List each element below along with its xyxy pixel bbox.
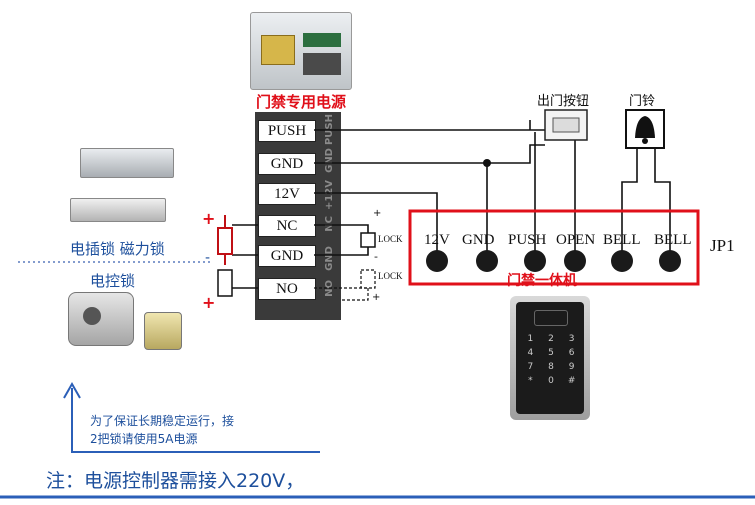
wire-push: [314, 120, 545, 131]
controller-terminal-push: PUSH: [508, 232, 547, 248]
resistor-nc: [217, 227, 233, 255]
key-0: 0: [548, 376, 554, 386]
key-7: 7: [527, 362, 534, 372]
plus-sign-red: +: [202, 293, 216, 312]
bolt-lock-image: [70, 198, 166, 222]
wire-gnd-button: [487, 144, 545, 164]
electric-lock-strike-image: [144, 312, 182, 350]
psu-terminal-gnd2: GND: [258, 245, 316, 267]
wire-bell2: [654, 148, 671, 258]
minus-sign: -: [374, 250, 378, 263]
plus-sign: +: [373, 208, 382, 219]
controller-terminal-bell2: BELL: [654, 232, 692, 248]
controller-frame: [408, 209, 700, 286]
key-5: 5: [548, 348, 554, 358]
guide-frame: [71, 388, 320, 453]
controller-terminal-12v: 12V: [424, 232, 450, 248]
resistor-no: [217, 269, 233, 297]
plus-sign: +: [372, 292, 381, 303]
plus-sign-red: +: [202, 209, 216, 228]
electric-lock-label: 电控锁: [90, 272, 136, 290]
psu-title: 门禁专用电源: [256, 93, 347, 111]
psu-terminal-nc: NC: [258, 215, 316, 237]
stability-note: 为了保证长期稳定运行，接 2把锁请使用5A电源: [90, 414, 235, 446]
key-4: 4: [527, 348, 534, 358]
key-6: 6: [568, 348, 575, 358]
key-2: 2: [548, 334, 554, 344]
power-note: 注：电源控制器需接入220V，: [46, 470, 305, 492]
wire-12v: [314, 192, 438, 258]
terminal-dot: [426, 250, 448, 272]
exit-button-label: 出门按钮: [537, 94, 590, 109]
terminal-dot: [611, 250, 633, 272]
lock-label-1: LOCK: [378, 234, 403, 244]
controller-terminal-bell1: BELL: [603, 232, 641, 248]
key-3: 3: [568, 334, 575, 344]
key-8: 8: [548, 362, 554, 372]
key-hash: #: [567, 376, 576, 386]
electric-lock-image: [68, 292, 134, 346]
controller-terminal-open: OPEN: [556, 232, 596, 248]
magnetic-lock-label: 电插锁 磁力锁: [70, 240, 165, 258]
psu-terminal-push: PUSH: [258, 120, 316, 142]
terminal-dot: [524, 250, 546, 272]
power-supply-image: [250, 12, 352, 90]
terminal-dot: [564, 250, 586, 272]
terminal-dot: [476, 250, 498, 272]
key-star: *: [528, 376, 533, 386]
lock-coil-dashed: [360, 269, 376, 289]
controller-title: 门禁一体机: [507, 273, 577, 289]
lock-label-2: LOCK: [378, 271, 403, 281]
key-1: 1: [527, 334, 534, 344]
wire-nc-loop: [232, 224, 258, 256]
doorbell-label: 门铃: [629, 94, 656, 109]
psu-terminal-no: NO: [258, 278, 316, 300]
key-9: 9: [568, 362, 575, 372]
controller-terminal-gnd: GND: [462, 232, 495, 248]
wire-bell1: [621, 148, 638, 258]
magnetic-lock-image: [80, 148, 174, 178]
access-keypad-device: 1 2 3 4 5 6 7 8 9 * 0 #: [510, 296, 590, 420]
minus-sign-blue: -: [205, 250, 211, 266]
psu-terminal-12v: 12V: [258, 183, 316, 205]
lock-coil: [360, 232, 376, 248]
wire-lock-bot: [314, 247, 369, 256]
wire-lock-top: [314, 224, 369, 233]
psu-terminal-gnd: GND: [258, 153, 316, 175]
terminal-dot: [659, 250, 681, 272]
jp-label: JP1: [710, 236, 735, 255]
